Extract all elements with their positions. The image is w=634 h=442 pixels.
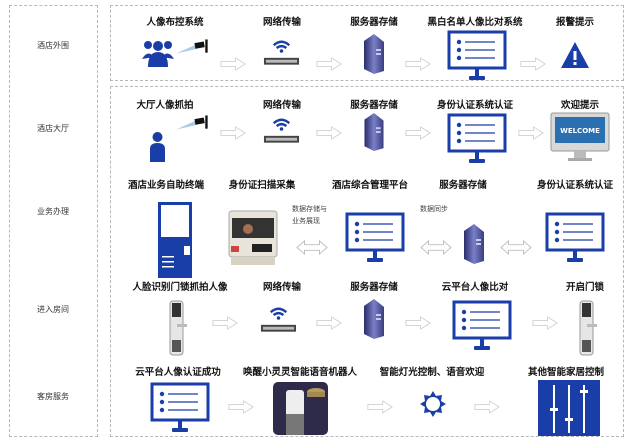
server-icon xyxy=(362,298,386,340)
arrow-right-icon xyxy=(212,316,238,330)
step-label: 服务器存储 xyxy=(350,282,398,293)
camera-icon xyxy=(176,38,210,56)
sun-light-icon xyxy=(419,390,447,418)
perimeter-section xyxy=(110,5,624,81)
arrow-right-icon xyxy=(316,126,342,140)
step-label: 其他智能家居控制 xyxy=(527,367,605,378)
step-label: 人脸识别门锁抓拍人像 xyxy=(132,282,228,293)
step-label: 网络传输 xyxy=(262,17,302,28)
arrow-right-icon xyxy=(316,57,342,71)
step-label: 网络传输 xyxy=(262,282,302,293)
sync-note: 数据同步 xyxy=(420,205,448,213)
camera-icon xyxy=(176,114,210,132)
arrow-right-icon xyxy=(220,126,246,140)
step-label: 服务器存储 xyxy=(350,17,398,28)
stage-label: 酒店外围 xyxy=(37,41,69,50)
welcome-text: WELCOME xyxy=(560,127,600,135)
double-arrow-icon xyxy=(420,240,452,255)
monitor-icon xyxy=(452,300,512,352)
stage-label: 酒店大厅 xyxy=(37,124,69,133)
step-label: 报警提示 xyxy=(555,17,595,28)
arrow-right-icon xyxy=(316,316,342,330)
person-icon xyxy=(149,132,166,162)
step-label: 人像布控系统 xyxy=(146,17,204,28)
double-arrow-icon xyxy=(296,240,328,255)
storage-note: 数据存储与业务展现 xyxy=(292,203,327,227)
arrow-right-icon xyxy=(518,126,544,140)
monitor-icon xyxy=(447,30,507,82)
wifi-router-icon xyxy=(260,305,297,333)
arrow-right-icon xyxy=(520,57,546,71)
arrow-right-icon xyxy=(474,400,500,414)
step-label: 黑白名单人像比对系统 xyxy=(427,17,523,28)
door-lock-icon xyxy=(577,300,597,356)
step-label: 身份认证系统认证 xyxy=(536,180,614,191)
double-arrow-icon xyxy=(500,240,532,255)
warning-icon xyxy=(560,40,590,70)
monitor-icon xyxy=(345,212,405,264)
arrow-right-icon xyxy=(405,126,431,140)
note-line: 数据存储与 xyxy=(292,205,327,213)
arrow-right-icon xyxy=(220,57,246,71)
step-label: 智能灯光控制、语音欢迎 xyxy=(379,367,485,378)
step-label: 服务器存储 xyxy=(350,100,398,111)
server-icon xyxy=(462,222,486,266)
monitor-icon xyxy=(447,113,507,165)
wifi-router-icon xyxy=(263,116,300,144)
arrow-right-icon xyxy=(532,316,558,330)
hotel-flow-section xyxy=(110,86,624,437)
wifi-router-icon xyxy=(263,38,300,66)
stage-column xyxy=(9,5,98,437)
step-label: 酒店综合管理平台 xyxy=(331,180,409,191)
stage-label: 客房服务 xyxy=(37,392,69,401)
arrow-right-icon xyxy=(367,400,393,414)
step-label: 身份证扫描采集 xyxy=(228,180,296,191)
sliders-control-icon xyxy=(538,380,600,436)
monitor-icon xyxy=(545,212,605,264)
step-label: 唤醒小灵灵智能语音机器人 xyxy=(242,367,358,378)
welcome-imac-icon: WELCOME xyxy=(550,112,610,162)
id-scanner-icon xyxy=(228,210,278,268)
step-label: 欢迎提示 xyxy=(560,100,600,111)
server-icon xyxy=(362,33,386,75)
step-label: 酒店业务自助终端 xyxy=(127,180,205,191)
kiosk-icon xyxy=(158,202,192,278)
arrow-right-icon xyxy=(405,316,431,330)
arrow-right-icon xyxy=(228,400,254,414)
note-line: 业务展现 xyxy=(292,217,320,225)
people-group-icon xyxy=(142,37,174,67)
step-label: 云平台人像认证成功 xyxy=(135,367,221,378)
arrow-right-icon xyxy=(405,57,431,71)
step-label: 网络传输 xyxy=(262,100,302,111)
step-label: 身份认证系统认证 xyxy=(436,100,514,111)
stage-label: 进入房间 xyxy=(37,305,69,314)
step-label: 大厅人像抓拍 xyxy=(136,100,194,111)
voice-robot-icon xyxy=(273,382,328,435)
step-label: 服务器存储 xyxy=(439,180,487,191)
monitor-icon xyxy=(150,382,210,434)
step-label: 云平台人像比对 xyxy=(441,282,509,293)
stage-label: 业务办理 xyxy=(37,207,69,216)
step-label: 开启门锁 xyxy=(565,282,605,293)
server-icon xyxy=(362,112,386,152)
door-lock-icon xyxy=(167,300,187,356)
